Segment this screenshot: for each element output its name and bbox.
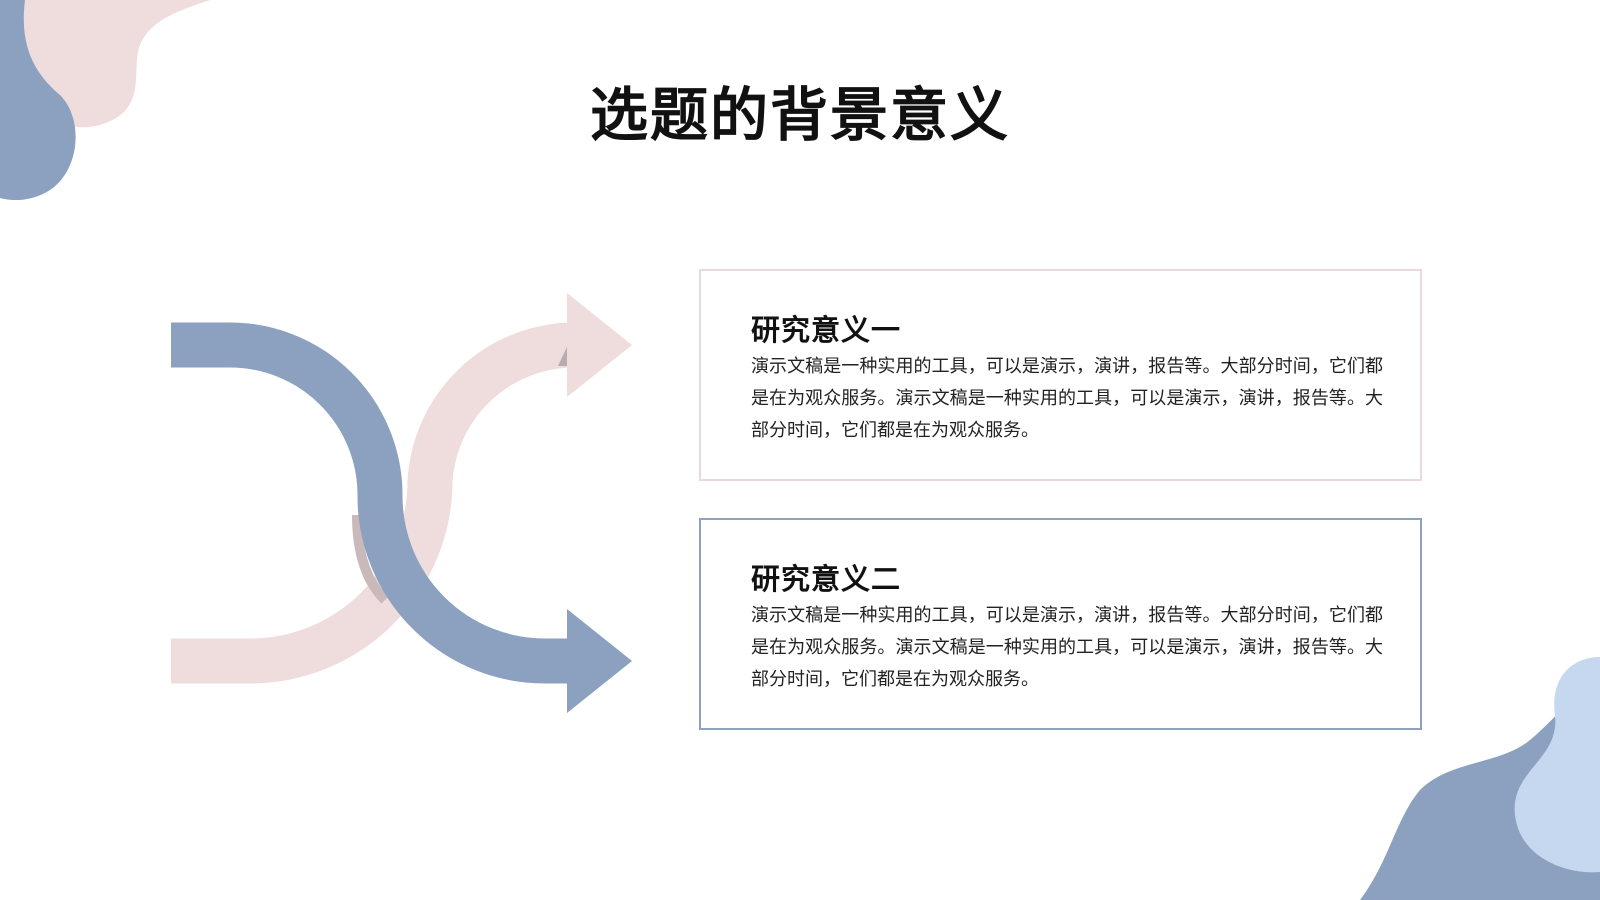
research-card-1: 研究意义一 演示文稿是一种实用的工具，可以是演示，演讲，报告等。大部分时间，它们… <box>699 269 1422 481</box>
page-title: 选题的背景意义 <box>589 81 1010 149</box>
card-body-text: 演示文稿是一种实用的工具，可以是演示，演讲，报告等。大部分时间，它们都是在为观众… <box>751 356 1383 441</box>
top-left-pink-blob <box>20 0 210 128</box>
blue-arrow-shadow <box>352 514 389 604</box>
pink-arrow-path <box>171 322 576 684</box>
pink-arrow-head <box>567 293 632 397</box>
top-left-blue-blob <box>0 0 76 201</box>
blue-arrow-path <box>171 322 575 684</box>
research-card-2: 研究意义二 演示文稿是一种实用的工具，可以是演示，演讲，报告等。大部分时间，它们… <box>699 518 1422 730</box>
card-body-text: 演示文稿是一种实用的工具，可以是演示，演讲，报告等。大部分时间，它们都是在为观众… <box>751 605 1383 690</box>
card-heading: 研究意义一 <box>751 313 902 347</box>
blue-arrow-head <box>567 609 632 713</box>
card-heading: 研究意义二 <box>751 562 902 596</box>
pink-arrow-shadow <box>558 347 567 366</box>
bottom-right-lightblue-blob <box>1514 657 1600 873</box>
